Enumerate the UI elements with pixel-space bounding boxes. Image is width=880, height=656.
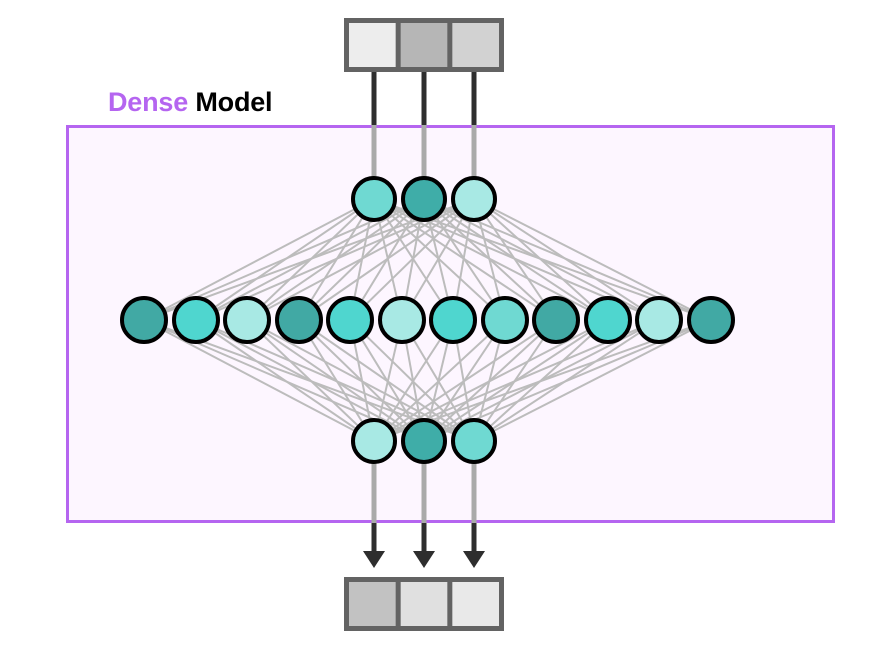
neuron-node[interactable]: [223, 296, 271, 344]
neuron-node[interactable]: [429, 296, 477, 344]
neuron-node[interactable]: [351, 418, 397, 464]
edge-line: [473, 198, 660, 321]
edge-line: [246, 319, 375, 442]
output-token-cell[interactable]: [452, 582, 499, 626]
edge-line: [473, 198, 609, 321]
input-token-strip: [344, 18, 504, 72]
neuron-node[interactable]: [351, 176, 397, 222]
output-token-strip: [344, 577, 504, 631]
panel-connector-lines: [371, 125, 477, 523]
edge-line: [349, 198, 475, 321]
neuron-node[interactable]: [326, 296, 374, 344]
neuron-node[interactable]: [635, 296, 683, 344]
title-plain-word: Model: [195, 87, 273, 117]
neuron-node[interactable]: [532, 296, 580, 344]
edge-line: [143, 319, 375, 442]
neuron-node[interactable]: [275, 296, 323, 344]
neuron-node[interactable]: [401, 418, 447, 464]
edge-line: [298, 198, 475, 321]
neuron-node[interactable]: [378, 296, 426, 344]
page-title: Dense Model: [108, 87, 273, 118]
neuron-node[interactable]: [451, 418, 497, 464]
input-token-cell[interactable]: [400, 23, 448, 67]
edge-line: [373, 319, 454, 442]
neuron-node[interactable]: [401, 176, 447, 222]
edge-line: [373, 319, 557, 442]
title-accent-word: Dense: [108, 87, 189, 117]
edge-line: [473, 198, 557, 321]
edge-line: [195, 319, 375, 442]
input-token-cell[interactable]: [452, 23, 499, 67]
output-token-cell[interactable]: [400, 582, 448, 626]
neuron-node[interactable]: [120, 296, 168, 344]
output-token-cell[interactable]: [349, 582, 396, 626]
edge-line: [143, 198, 375, 321]
neuron-node[interactable]: [687, 296, 735, 344]
edge-line: [246, 198, 475, 321]
neuron-node[interactable]: [451, 176, 497, 222]
input-token-cell[interactable]: [349, 23, 396, 67]
arrow-head-icon: [413, 551, 435, 568]
edge-line: [373, 319, 506, 442]
io-connector-lines: [363, 72, 485, 568]
arrow-head-icon: [363, 551, 385, 568]
neuron-node[interactable]: [481, 296, 529, 344]
network-nodes: [120, 176, 735, 464]
arrow-head-icon: [463, 551, 485, 568]
neuron-node[interactable]: [172, 296, 220, 344]
neuron-node[interactable]: [584, 296, 632, 344]
